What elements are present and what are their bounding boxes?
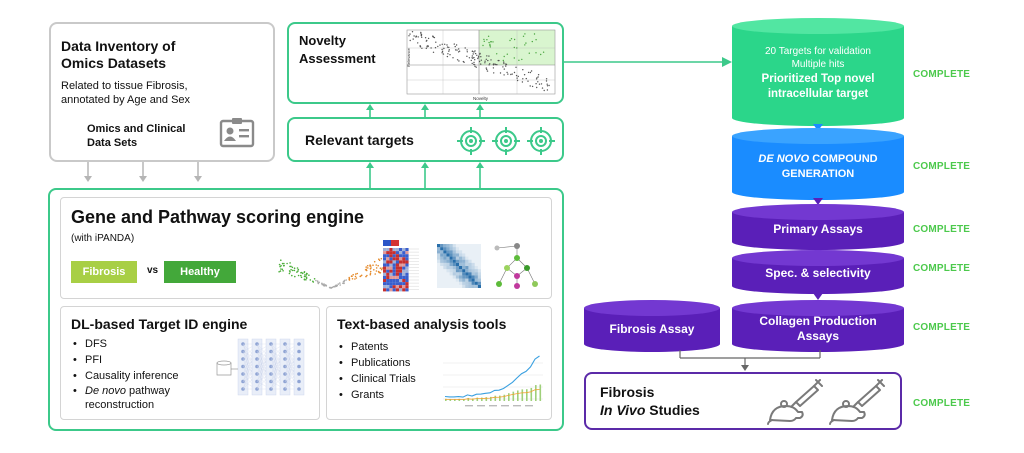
dl-engine-list: DFS PFI Causality inference De novo path… <box>71 336 201 412</box>
de-novo-rest: COMPOUND GENERATION <box>781 153 878 180</box>
dl-engine-item: De novo pathway reconstruction <box>71 384 201 412</box>
spec-selectivity-label: Spec. & selectivity <box>765 266 871 280</box>
data-inventory-box: Data Inventory of Omics Datasets Related… <box>49 22 275 162</box>
de-novo-em: DE NOVO <box>758 153 810 165</box>
primary-assays-label: Primary Assays <box>773 222 863 236</box>
engine-to-relevant-arrows <box>366 162 484 190</box>
publication-trend-thumbnail <box>443 355 543 407</box>
dl-engine-item-em: De novo <box>85 385 126 397</box>
text-tools-box: Text-based analysis tools Patents Public… <box>326 306 552 420</box>
fibrosis-pill: Fibrosis <box>71 261 137 283</box>
inventory-arrows <box>84 162 202 182</box>
text-tools-item: Clinical Trials <box>337 371 447 387</box>
id-card-icon <box>219 118 255 148</box>
neural-network-thumbnail <box>216 338 305 396</box>
collagen-label: Collagen Production Assays <box>759 314 877 343</box>
data-inventory-desc: Related to tissue Fibrosis, annotated by… <box>61 80 191 106</box>
status-complete-primary: COMPLETE <box>913 224 971 235</box>
status-complete-invivo: COMPLETE <box>913 398 971 409</box>
top-cylinder-bold: Prioritized Top novel intracellular targ… <box>761 73 875 100</box>
de-novo-cylinder: DE NOVO COMPOUND GENERATION <box>732 146 904 196</box>
novelty-to-pipeline-arrow <box>564 57 732 67</box>
vs-label: vs <box>147 265 159 276</box>
data-inventory-title: Data Inventory of Omics Datasets <box>61 38 176 71</box>
status-complete-collagen: COMPLETE <box>913 322 971 333</box>
dl-engine-item-rest: pathway reconstruction <box>85 385 171 411</box>
scoring-engine-title: Gene and Pathway scoring engine <box>71 207 365 227</box>
correlation-matrix-thumbnail <box>437 244 481 288</box>
in-vivo-line1: Fibrosis <box>600 384 655 400</box>
novelty-scatter-plot: Relevance Novelty <box>406 29 556 101</box>
target-icon <box>457 127 485 155</box>
mouse-syringe-icon <box>829 379 885 425</box>
dl-engine-item: Causality inference <box>71 368 201 384</box>
top-cylinder-line2: Multiple hits <box>791 59 845 70</box>
status-complete-denovo: COMPLETE <box>913 161 971 172</box>
mouse-syringe-icon <box>767 379 823 425</box>
dl-engine-title: DL-based Target ID engine <box>71 316 248 332</box>
text-tools-list: Patents Publications Clinical Trials Gra… <box>337 339 447 403</box>
top-target-cylinder: 20 Targets for validation Multiple hits … <box>732 26 904 122</box>
top-cylinder-line1: 20 Targets for validation <box>765 46 871 57</box>
spec-selectivity-cylinder: Spec. & selectivity <box>732 259 904 289</box>
scoring-engine-subtitle: (with iPANDA) <box>71 233 135 244</box>
volcano-plot-thumbnail <box>278 257 383 289</box>
dl-engine-box: DL-based Target ID engine DFS PFI Causal… <box>60 306 320 420</box>
target-icon <box>492 127 520 155</box>
relevant-to-novelty-arrows <box>366 104 484 117</box>
heatmap-thumbnail <box>383 240 419 292</box>
in-vivo-em: In Vivo <box>600 402 646 418</box>
novelty-title: Novelty Assessment <box>299 33 376 66</box>
healthy-pill: Healthy <box>164 261 236 283</box>
target-icon <box>527 127 555 155</box>
primary-assays-cylinder: Primary Assays <box>732 213 904 243</box>
dl-engine-item: DFS <box>71 336 201 352</box>
dl-engine-item: PFI <box>71 352 201 368</box>
novelty-ylabel: Relevance <box>406 47 411 67</box>
status-complete-spec: COMPLETE <box>913 263 971 274</box>
text-tools-title: Text-based analysis tools <box>337 316 507 332</box>
collagen-cylinder: Collagen Production Assays <box>732 308 904 348</box>
text-tools-item: Publications <box>337 355 447 371</box>
relevant-targets-title: Relevant targets <box>305 132 414 148</box>
data-inventory-sub: Omics and Clinical Data Sets <box>87 123 186 149</box>
novelty-xlabel: Novelty <box>473 96 489 101</box>
pipeline-cylinders <box>584 18 904 352</box>
fibrosis-assay-label: Fibrosis Assay <box>609 322 695 336</box>
fibrosis-assay-cylinder: Fibrosis Assay <box>584 308 720 348</box>
novelty-assessment-box: Novelty Assessment Relevance Novelty <box>287 22 564 104</box>
status-complete-top: COMPLETE <box>913 69 971 80</box>
text-tools-item: Patents <box>337 339 447 355</box>
pathway-network-thumbnail <box>494 243 538 289</box>
text-tools-item: Grants <box>337 387 447 403</box>
scoring-engine-box: Gene and Pathway scoring engine (with iP… <box>60 197 552 299</box>
in-vivo-box: Fibrosis In Vivo Studies <box>584 372 902 430</box>
relevant-targets-box: Relevant targets <box>287 117 564 162</box>
assays-to-invivo-connector <box>679 350 821 371</box>
in-vivo-rest: Studies <box>649 402 700 418</box>
